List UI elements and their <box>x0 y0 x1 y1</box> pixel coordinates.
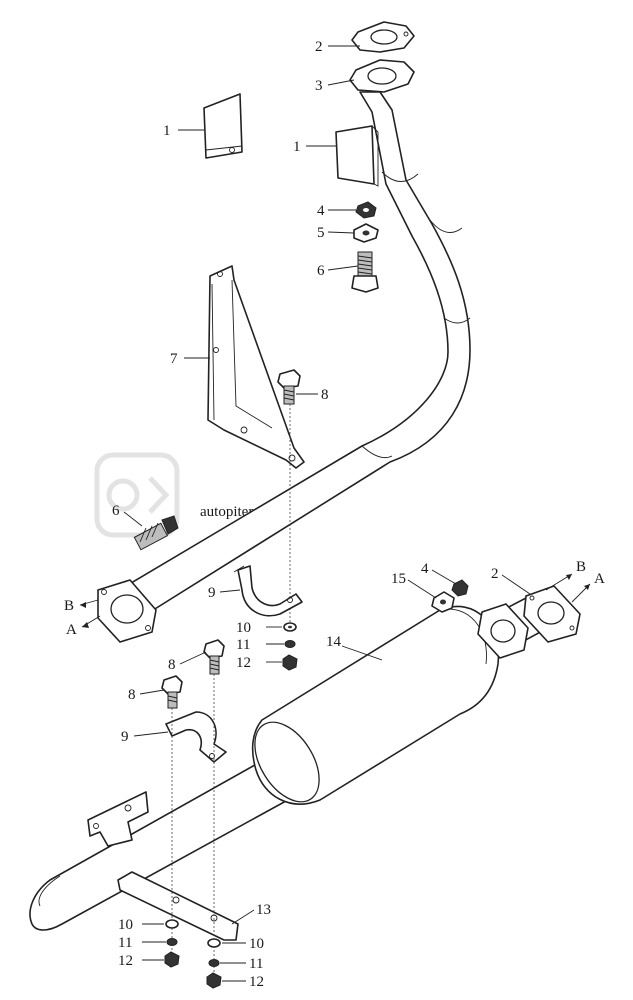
callouts: 1 1 2 3 4 5 6 7 8 6 9 10 11 12 14 8 8 9 … <box>112 39 499 990</box>
washer-10-lower-right <box>207 938 221 948</box>
bolt-6-lower <box>133 515 179 551</box>
callout-6-upper: 6 <box>317 263 325 279</box>
callout-1-right: 1 <box>293 139 301 155</box>
callout-13: 13 <box>256 902 271 918</box>
gasket-3 <box>349 59 415 93</box>
callout-12-upper: 12 <box>236 655 251 671</box>
callout-8-lower: 8 <box>128 687 136 703</box>
callout-4-upper: 4 <box>317 203 325 219</box>
callout-8-upper: 8 <box>321 387 329 403</box>
gasket-2 <box>351 21 415 53</box>
callout-5: 5 <box>317 225 325 241</box>
connector-b-left: B <box>64 598 74 614</box>
washer-11-lower-right <box>208 959 220 967</box>
connector-a-right: A <box>594 571 605 587</box>
washer-10-upper <box>283 622 297 632</box>
callout-1-left: 1 <box>163 123 171 139</box>
callout-11-lower-left: 11 <box>118 935 132 951</box>
muffler-inlet-flange <box>477 585 581 659</box>
clamp-9-lower <box>165 711 227 763</box>
bolt-8-lower-left <box>161 675 183 709</box>
washer-11-upper <box>284 640 296 648</box>
bolt-6-upper <box>351 251 379 293</box>
callout-10-lower-left: 10 <box>118 917 133 933</box>
muffler-14 <box>251 605 500 805</box>
callout-12-lower-left: 12 <box>118 953 133 969</box>
exhaust-pipe-upper <box>115 91 471 613</box>
callout-12-lower-right: 12 <box>249 974 264 990</box>
callout-11-upper: 11 <box>236 637 250 653</box>
callout-2-lower: 2 <box>491 566 499 582</box>
heat-shield-1-left <box>203 93 243 159</box>
callout-4-lower: 4 <box>421 561 429 577</box>
callout-9-lower: 9 <box>121 729 129 745</box>
bolt-8-lower-right <box>203 639 225 675</box>
connector-labels: B A B A <box>64 559 605 638</box>
callout-10-lower-right: 10 <box>249 936 264 952</box>
connector-b-right: B <box>576 559 586 575</box>
clamp-9-upper <box>233 565 303 617</box>
washer-15 <box>431 591 455 613</box>
nut-12-upper <box>282 654 298 671</box>
nut-4-upper <box>355 201 377 219</box>
leader-lines <box>79 45 591 982</box>
nut-12-lower-left <box>164 951 180 968</box>
bolt-8-upper <box>277 369 301 405</box>
washer-10-lower-left <box>165 919 179 929</box>
callout-10-upper: 10 <box>236 620 251 636</box>
callout-15: 15 <box>391 571 406 587</box>
nut-12-lower-right <box>206 972 222 989</box>
heat-shield-1-right <box>335 125 379 187</box>
callout-11-lower-right: 11 <box>249 956 263 972</box>
callout-8-middle: 8 <box>168 657 176 673</box>
pipe-outlet-flange <box>97 579 157 643</box>
callout-9-upper: 9 <box>208 585 216 601</box>
nut-4-lower <box>451 579 469 597</box>
callout-3: 3 <box>315 78 323 94</box>
bracket-13 <box>117 871 239 941</box>
callout-14: 14 <box>326 634 342 650</box>
callout-2-upper: 2 <box>315 39 323 55</box>
bracket-7 <box>207 265 305 469</box>
tailpipe-hanger <box>87 791 149 847</box>
callout-6-lower: 6 <box>112 503 120 519</box>
washer-5 <box>353 223 379 243</box>
connector-a-left: A <box>66 622 77 638</box>
callout-7: 7 <box>170 351 178 367</box>
watermark-logo-icon <box>94 452 180 538</box>
washer-11-lower-left <box>166 938 178 946</box>
